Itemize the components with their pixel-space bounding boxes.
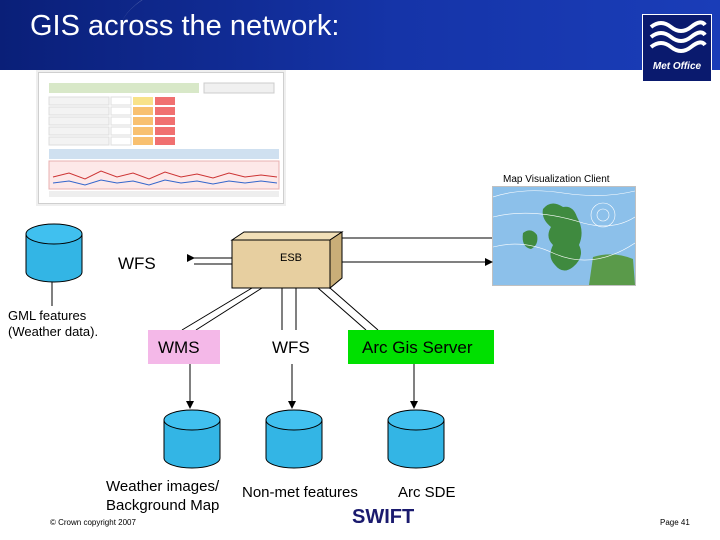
wave-icon xyxy=(649,20,707,53)
arcsde-label: Arc SDE xyxy=(398,484,456,501)
weather-table-screenshot xyxy=(38,72,284,204)
swift-label: SWIFT xyxy=(352,506,415,528)
esb-arcgis-connector-2 xyxy=(329,287,379,331)
title-bar xyxy=(0,0,720,70)
esb-arcgis-connector xyxy=(317,287,367,331)
esb-wms-connector-2 xyxy=(195,280,271,331)
wfs-mid-label: WFS xyxy=(272,338,310,357)
wms-box xyxy=(148,330,220,364)
wfs-top-label: WFS xyxy=(118,254,156,273)
arcsde-database-cylinder xyxy=(387,409,445,469)
weather-images-database-cylinder xyxy=(163,409,221,469)
gml-label-line2: (Weather data). xyxy=(8,324,99,339)
map-visualization-client xyxy=(492,186,636,286)
map-thumbnail xyxy=(493,187,635,285)
screenshot-thumbnail xyxy=(48,82,280,197)
page-number: Page 41 xyxy=(660,518,690,527)
logo-text: Met Office xyxy=(652,61,702,72)
esb-wms-connector xyxy=(181,287,253,331)
gml-label-line1: GML features xyxy=(8,308,87,323)
weather-images-label-line2: Background Map xyxy=(106,497,220,514)
arcgis-server-box xyxy=(348,330,494,364)
slide-title: GIS across the network: xyxy=(30,10,340,42)
esb-box xyxy=(230,231,344,290)
esb-label: ESB xyxy=(280,252,303,264)
weather-images-label-line1: Weather images/ xyxy=(106,478,220,495)
copyright-footer: © Crown copyright 2007 xyxy=(50,518,136,527)
client-label: Map Visualization Client xyxy=(503,174,610,185)
arcgis-label: Arc Gis Server xyxy=(362,338,473,357)
gml-database-cylinder xyxy=(25,223,83,283)
nonmet-database-cylinder xyxy=(265,409,323,469)
wms-label: WMS xyxy=(158,338,200,357)
met-office-logo: Met Office xyxy=(642,14,712,82)
nonmet-label: Non-met features xyxy=(242,484,358,501)
